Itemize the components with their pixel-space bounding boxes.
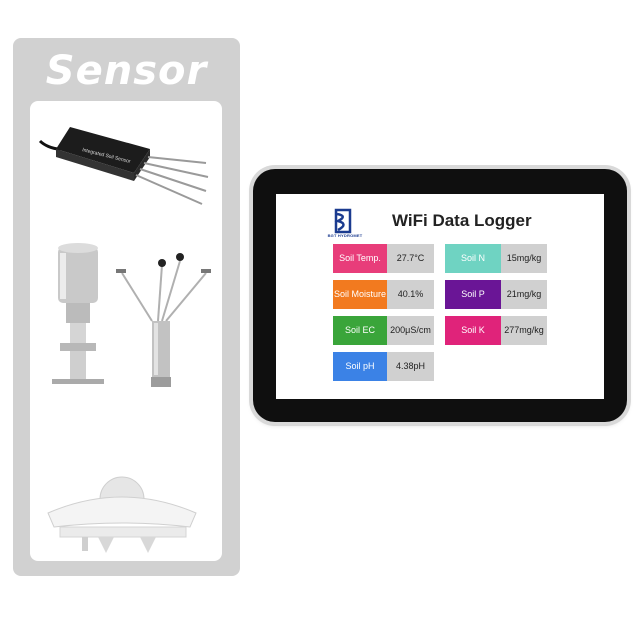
reading-value: 40.1%: [387, 280, 434, 309]
brand-logo-icon: [334, 208, 352, 234]
reading-soil-p: Soil P 21mg/kg: [445, 280, 547, 309]
reading-soil-temp: Soil Temp. 27.7°C: [333, 244, 434, 273]
sensor-illustrations: Integrated Soil Sensor: [38, 127, 211, 553]
solar-radiation-sensor-icon: [47, 476, 197, 553]
reading-soil-n: Soil N 15mg/kg: [445, 244, 547, 273]
sensor-title: Sensor: [45, 48, 208, 94]
cup-anemometer-icon: [116, 253, 211, 387]
reading-value: 15mg/kg: [501, 244, 547, 273]
app-title: WiFi Data Logger: [392, 211, 532, 230]
reading-soil-ec: Soil EC 200μS/cm: [333, 316, 434, 345]
sensor-panel: Sensor Integrated Soil Sensor: [13, 38, 240, 576]
reading-label: Soil N: [445, 244, 501, 273]
reading-value: 21mg/kg: [501, 280, 547, 309]
reading-soil-k: Soil K 277mg/kg: [445, 316, 547, 345]
reading-label: Soil EC: [333, 316, 387, 345]
brand-name: BGT HYDROMET: [327, 233, 363, 238]
reading-soil-ph: Soil pH 4.38pH: [333, 352, 434, 381]
reading-value: 4.38pH: [387, 352, 434, 381]
reading-label: Soil Temp.: [333, 244, 387, 273]
reading-value: 200μS/cm: [387, 316, 434, 345]
logger-screen: BGT HYDROMET WiFi Data Logger Soil Temp.…: [276, 194, 604, 399]
ultrasonic-wind-sensor-icon: [52, 243, 104, 384]
reading-value: 27.7°C: [387, 244, 434, 273]
sensor-card: Integrated Soil Sensor: [30, 101, 222, 561]
reading-label: Soil P: [445, 280, 501, 309]
reading-label: Soil K: [445, 316, 501, 345]
tablet-device: BGT HYDROMET WiFi Data Logger Soil Temp.…: [253, 169, 627, 422]
soil-sensor-icon: Integrated Soil Sensor: [38, 127, 209, 205]
reading-label: Soil pH: [333, 352, 387, 381]
reading-value: 277mg/kg: [501, 316, 547, 345]
reading-label: Soil Moisture: [333, 280, 387, 309]
reading-soil-moisture: Soil Moisture 40.1%: [333, 280, 434, 309]
